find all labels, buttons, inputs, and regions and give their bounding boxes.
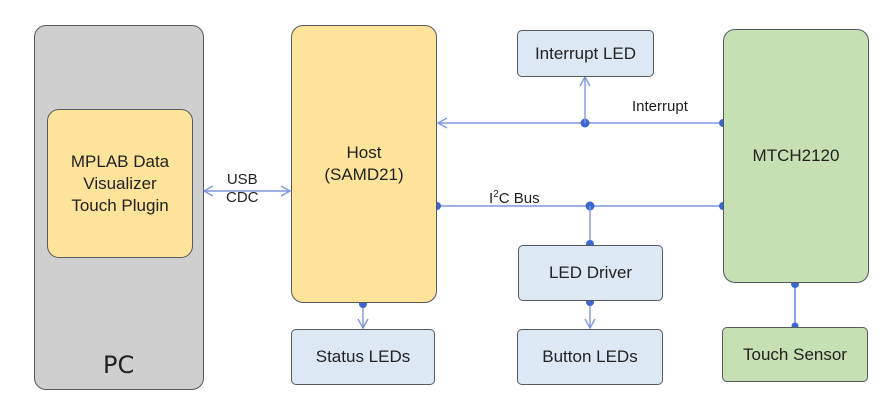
status-leds-box: Status LEDs xyxy=(291,329,435,385)
usb-label-line-2: CDC xyxy=(226,189,259,206)
mtch2120-label: MTCH2120 xyxy=(752,146,840,165)
i2c-label-sup: 2 xyxy=(493,189,499,200)
plugin-label-line-3: Touch Plugin xyxy=(71,195,169,215)
interrupt-label: Interrupt xyxy=(632,98,688,115)
plugin-label-line-2: Visualizer xyxy=(83,173,157,193)
plugin-box: MPLAB Data Visualizer Touch Plugin xyxy=(47,109,193,258)
i2c-bus-label: I2C Bus xyxy=(489,186,540,208)
touch-sensor-box: Touch Sensor xyxy=(722,327,868,382)
pc-label: PC xyxy=(103,351,135,379)
host-label-line-1: Host xyxy=(346,143,382,162)
usb-cdc-label: USB CDC xyxy=(226,171,259,207)
led-driver-box: LED Driver xyxy=(518,245,663,301)
host-box: Host (SAMD21) xyxy=(291,25,437,303)
i2c-label-main: I xyxy=(489,190,494,207)
button-leds-box: Button LEDs xyxy=(517,329,663,385)
button-leds-label: Button LEDs xyxy=(542,347,638,366)
interrupt-led-box: Interrupt LED xyxy=(517,30,654,77)
i2c-label-tail: C Bus xyxy=(498,190,540,207)
led-driver-label: LED Driver xyxy=(548,263,633,282)
touch-sensor-label: Touch Sensor xyxy=(743,344,847,364)
interrupt-led-label: Interrupt LED xyxy=(534,43,637,63)
usb-label-line-1: USB xyxy=(226,171,258,188)
mtch2120-box: MTCH2120 xyxy=(723,29,869,283)
status-leds-label: Status LEDs xyxy=(315,347,411,366)
plugin-label-line-1: MPLAB Data xyxy=(70,151,170,171)
host-label-line-2: (SAMD21) xyxy=(324,165,404,184)
